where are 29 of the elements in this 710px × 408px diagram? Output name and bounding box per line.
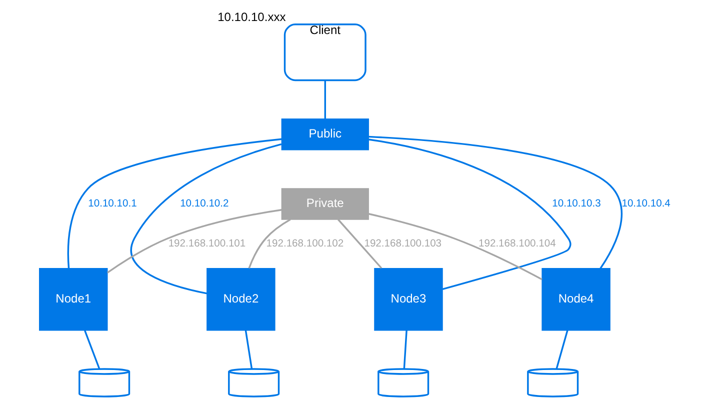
connector	[248, 218, 291, 268]
edge-label: 192.168.100.101	[168, 238, 246, 250]
edge-label: 10.10.10.3	[552, 198, 601, 210]
node-box: Node3	[374, 268, 443, 331]
edge-label: 192.168.100.103	[364, 238, 442, 250]
node-label: 10.10.10.xxx	[218, 10, 286, 24]
connector	[130, 143, 282, 294]
edge-label: 10.10.10.2	[180, 198, 229, 210]
connector	[84, 330, 100, 370]
edge-label: 192.168.100.102	[266, 238, 344, 250]
connector	[368, 213, 542, 280]
connector	[403, 330, 408, 369]
edge-label: 10.10.10.4	[622, 198, 670, 210]
connector	[106, 209, 282, 274]
connector	[368, 138, 572, 290]
connector	[556, 330, 568, 370]
edge-label: 192.168.100.104	[478, 238, 556, 250]
connector	[368, 136, 622, 269]
node-box: Node2	[206, 268, 276, 331]
connector	[324, 80, 326, 119]
node-box: Client	[284, 24, 366, 82]
connector	[244, 330, 253, 369]
connector	[338, 218, 382, 269]
node-box: Node4	[542, 268, 610, 331]
connector	[67, 138, 282, 268]
node-box: Public	[281, 118, 369, 150]
node-box: Node1	[39, 268, 108, 331]
node-box: Private	[281, 188, 369, 220]
edge-label: 10.10.10.1	[88, 198, 137, 210]
